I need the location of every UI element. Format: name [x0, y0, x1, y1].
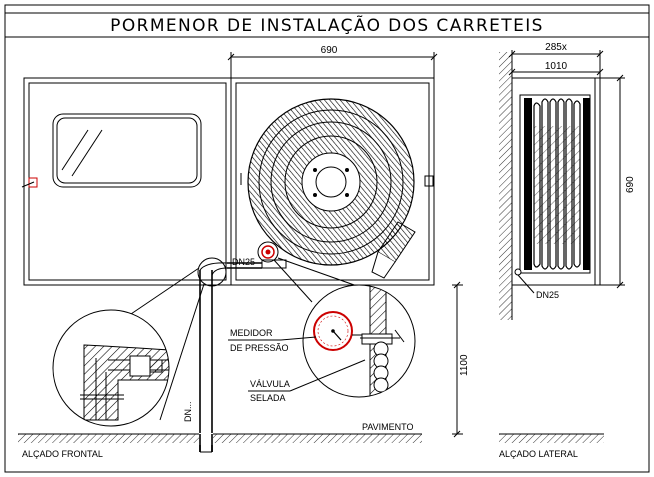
label-valvula-group: VÁLVULA SELADA	[248, 359, 366, 403]
label-valvula-1: VÁLVULA	[250, 379, 290, 389]
label-medidor-group: MEDIDOR DE PRESSÃO	[228, 328, 317, 353]
cabinet-left-door	[21, 77, 232, 286]
callout-leader-1b	[159, 283, 205, 421]
dim-1010: 1010	[545, 61, 568, 72]
dim-690-side: 690	[625, 176, 636, 193]
label-pavimento: PAVIMENTO	[362, 422, 414, 432]
cabinet-reel-compartment	[230, 77, 435, 286]
floor-front	[18, 433, 422, 452]
label-medidor-1: MEDIDOR	[230, 328, 273, 338]
detail-pressure-gauge	[302, 284, 416, 398]
label-view-front: ALÇADO FRONTAL	[22, 449, 103, 459]
label-valvula-2: SELADA	[250, 393, 286, 403]
callout-leader-2a	[273, 259, 313, 303]
dim-285x: 285x	[545, 42, 567, 53]
side-cabinet	[511, 77, 601, 286]
page-title: PORMENOR DE INSTALAÇÃO DOS CARRETEIS	[110, 14, 544, 36]
dimension-install-height: 1100	[452, 281, 470, 438]
floor-side	[499, 433, 604, 443]
callout-marker-elbow	[197, 257, 227, 287]
label-view-side: ALÇADO LATERAL	[499, 449, 578, 459]
supply-pipe	[199, 262, 228, 453]
dimension-side-depth: 285x 1010	[508, 42, 604, 78]
dim-690-top: 690	[321, 45, 338, 56]
dimension-cabinet-width: 690	[227, 45, 438, 78]
hose-reel	[247, 98, 416, 279]
sheet-border	[4, 4, 650, 473]
label-dn-pipe: DN...	[183, 401, 193, 422]
side-wall	[499, 52, 513, 320]
label-medidor-2: DE PRESSÃO	[230, 343, 289, 353]
dimension-side-height: 690	[600, 74, 636, 289]
callout-leader-1a	[127, 267, 200, 317]
callout-marker-valve	[257, 241, 279, 263]
label-dn25-side: DN25	[536, 290, 559, 300]
detail-pipe-elbow	[52, 309, 170, 427]
dim-1100: 1100	[459, 354, 470, 376]
label-dn25-front: DN25	[232, 257, 255, 267]
side-dn25-leader	[517, 274, 535, 294]
